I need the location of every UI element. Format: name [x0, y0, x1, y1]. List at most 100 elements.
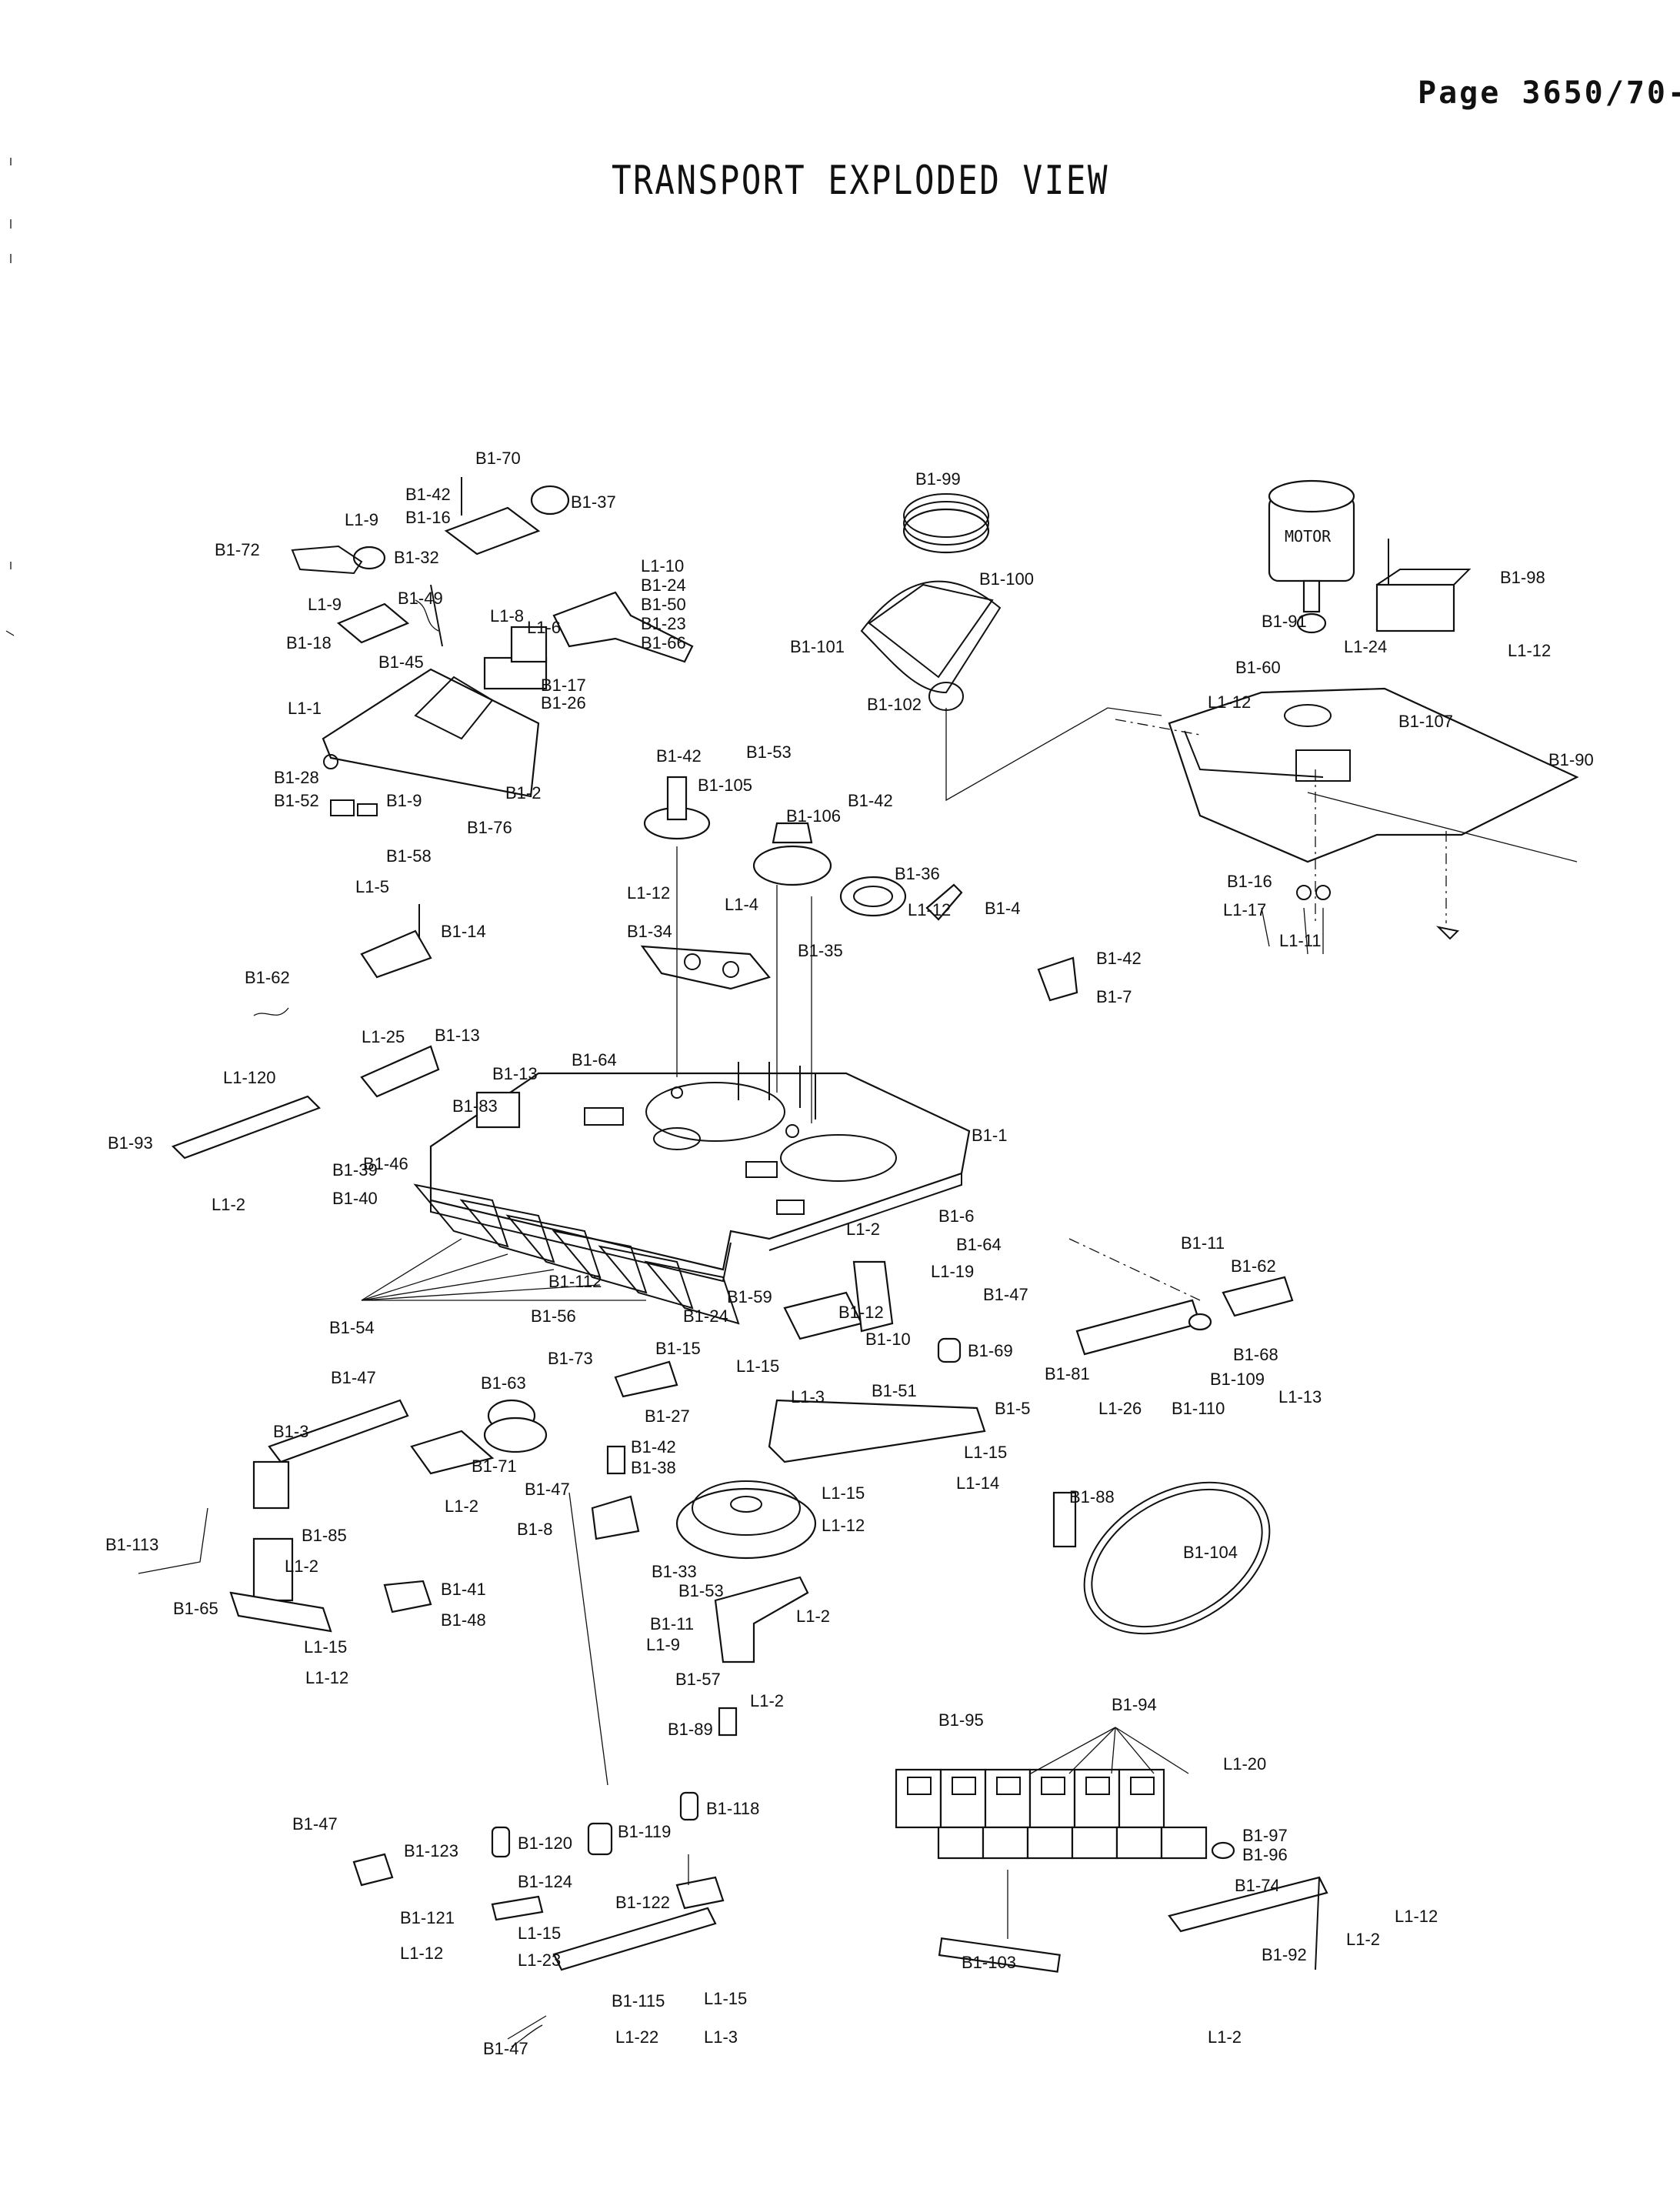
callout: L1-2 [1346, 1930, 1380, 1949]
callout: L1-8 [490, 606, 524, 626]
callout: L1-19 [931, 1262, 974, 1281]
callout: B1-123 [404, 1841, 458, 1860]
callout: L1-15 [822, 1483, 865, 1503]
callout: B1-105 [698, 776, 752, 795]
callout: B1-100 [979, 569, 1034, 589]
callout: L1-15 [704, 1989, 747, 2008]
callout: L1-12 [400, 1944, 443, 1963]
callout: B1-85 [302, 1526, 347, 1545]
callout: B1-99 [915, 469, 961, 489]
callout: B1-11 [1181, 1233, 1225, 1253]
callout: B1-107 [1398, 712, 1453, 731]
callout: L1-12 [1208, 692, 1251, 712]
callout: B1-94 [1112, 1695, 1157, 1714]
callout: L1-14 [956, 1473, 999, 1493]
callout: B1-42 [631, 1437, 676, 1457]
callout: B1-76 [467, 818, 512, 837]
callout: B1-103 [962, 1953, 1016, 1972]
callout: B1-13 [435, 1026, 480, 1045]
callout: L1-9 [345, 510, 378, 529]
callout: B1-23 [641, 614, 686, 633]
callout: L1-120 [223, 1068, 276, 1087]
page-number: Page 3650/70- [1418, 75, 1680, 111]
callout: L1-10 [641, 556, 684, 576]
callout: L1-24 [1344, 637, 1387, 656]
callout: B1-47 [483, 2039, 528, 2058]
callout: B1-106 [786, 806, 841, 826]
callout: L1-1 [288, 699, 322, 718]
callout: B1-42 [405, 485, 451, 504]
callout: B1-45 [378, 652, 424, 672]
callout: B1-47 [331, 1368, 376, 1387]
callout: B1-121 [400, 1908, 455, 1927]
callout: B1-72 [215, 540, 260, 559]
callout: B1-122 [615, 1893, 670, 1912]
callout: B1-47 [292, 1814, 338, 1834]
callout: B1-17 [541, 676, 586, 695]
center-lower-parts [568, 1238, 1294, 1786]
callout: B1-37 [571, 492, 616, 512]
callout: B1-110 [1172, 1399, 1225, 1418]
callout: B1-101 [790, 637, 845, 656]
callout: B1-69 [968, 1341, 1013, 1360]
callout: B1-6 [938, 1206, 974, 1226]
callout-labels: B1-70 B1-42 B1-37 B1-16 L1-9 B1-72 B1-32… [105, 449, 1594, 2058]
callout: B1-11 [650, 1614, 694, 1633]
callout: B1-24 [641, 576, 686, 595]
callout: L1-2 [285, 1557, 318, 1576]
callout: L1-2 [750, 1691, 784, 1710]
callout: B1-34 [627, 922, 672, 941]
callout: B1-49 [398, 589, 443, 608]
callout: B1-9 [386, 791, 422, 810]
callout: L1-12 [1395, 1907, 1438, 1926]
callout: B1-52 [274, 791, 319, 810]
callout: B1-66 [641, 633, 686, 652]
callout: L1-15 [964, 1443, 1007, 1462]
callout: L1-15 [518, 1924, 561, 1943]
callout: B1-14 [441, 922, 486, 941]
callout: B1-89 [668, 1720, 713, 1739]
callout: L1-17 [1223, 900, 1266, 919]
callout: B1-26 [541, 693, 586, 712]
callout: B1-48 [441, 1610, 486, 1630]
callout: L1-12 [908, 900, 951, 919]
callout: B1-38 [631, 1458, 676, 1477]
callout: B1-120 [518, 1834, 572, 1853]
key-levers [361, 1183, 740, 1325]
callout: L1-13 [1278, 1387, 1322, 1406]
callout: L1-4 [725, 895, 758, 914]
callout: B1-41 [441, 1580, 486, 1599]
callout: L1-9 [308, 595, 342, 614]
key-cap-block [895, 1727, 1328, 1973]
callout: B1-68 [1233, 1345, 1278, 1364]
callout: B1-42 [1096, 949, 1142, 968]
callout: B1-36 [895, 864, 940, 883]
callout: B1-96 [1242, 1845, 1288, 1864]
callout: B1-70 [475, 449, 521, 468]
callout: B1-91 [1262, 612, 1307, 631]
callout: B1-15 [655, 1339, 701, 1358]
callout: L1-2 [796, 1607, 830, 1626]
callout: B1-81 [1045, 1364, 1090, 1383]
callout: B1-59 [727, 1287, 772, 1306]
callout: B1-104 [1183, 1543, 1238, 1562]
callout: B1-73 [548, 1349, 593, 1368]
callout: B1-60 [1235, 658, 1281, 677]
callout: L1-2 [212, 1195, 245, 1214]
left-side-parts [138, 1045, 548, 1633]
callout: B1-51 [872, 1381, 917, 1400]
callout: B1-40 [332, 1189, 378, 1208]
callout: B1-33 [652, 1562, 697, 1581]
callout: B1-57 [675, 1670, 721, 1689]
callout: L1-25 [362, 1027, 405, 1046]
callout: B1-24 [683, 1306, 728, 1326]
bottom-small-parts [352, 1791, 725, 2047]
callout: L1-3 [704, 2027, 738, 2047]
callout: B1-16 [405, 508, 451, 527]
callout: B1-5 [995, 1399, 1030, 1418]
callout: L1-15 [304, 1637, 347, 1657]
callout: B1-4 [985, 899, 1020, 918]
callout: B1-42 [848, 791, 893, 810]
callout: B1-71 [472, 1457, 517, 1476]
callout: B1-64 [572, 1050, 617, 1069]
